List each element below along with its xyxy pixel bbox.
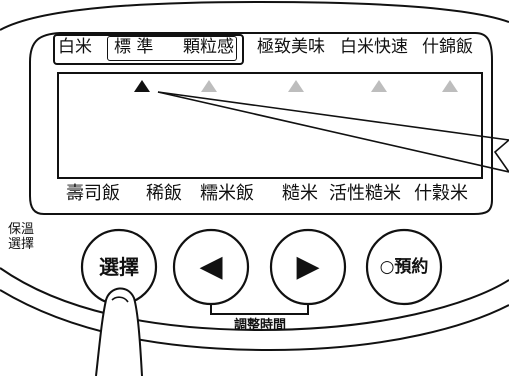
hakumai-subgroup-box — [107, 36, 237, 61]
select-button-label: 選擇 — [99, 255, 139, 279]
indicator-triangle — [442, 80, 458, 92]
left-button[interactable]: ◀ — [174, 230, 248, 304]
select-button[interactable]: 選擇 — [82, 230, 156, 304]
menu-label-hyojun: 標 準 — [114, 37, 154, 57]
timer-button-outline — [365, 228, 443, 306]
menu-label-kanryukan: 顆粒感 — [183, 37, 234, 57]
display-window — [57, 72, 483, 179]
right-arrow-icon: ▶ — [296, 249, 320, 284]
left-arrow-icon: ◀ — [199, 249, 223, 284]
timer-button-label: ○預約 — [379, 256, 429, 277]
indicator-triangle — [201, 80, 217, 92]
menu-label-kyokuchi: 極致美味 — [257, 37, 325, 57]
hakumai-group-box — [53, 34, 244, 65]
menu-label-genmai: 糙米 — [282, 183, 318, 204]
menu-label-shikin: 什錦飯 — [422, 37, 473, 57]
keep-warm-select-label: 保溫 選擇 — [8, 222, 35, 252]
timer-button[interactable]: ○預約 — [367, 230, 441, 304]
menu-label-kaisoku: 白米快速 — [340, 37, 408, 57]
adjust-time-label: 調整時間 — [234, 318, 287, 333]
menu-label-mochigome: 糯米飯 — [200, 183, 254, 204]
menu-label-zakkoku: 什穀米 — [414, 183, 468, 204]
indicator-triangle — [288, 80, 304, 92]
indicator-triangle — [371, 80, 387, 92]
menu-label-sushi: 壽司飯 — [66, 183, 120, 204]
menu-label-kasseigenmai: 活性糙米 — [329, 183, 401, 204]
menu-label-hakumai: 白米 — [58, 37, 92, 57]
menu-label-kayu: 稀飯 — [146, 183, 182, 204]
finger-illustration — [95, 287, 143, 376]
right-button[interactable]: ▶ — [271, 230, 345, 304]
indicator-triangle-active — [134, 80, 150, 92]
